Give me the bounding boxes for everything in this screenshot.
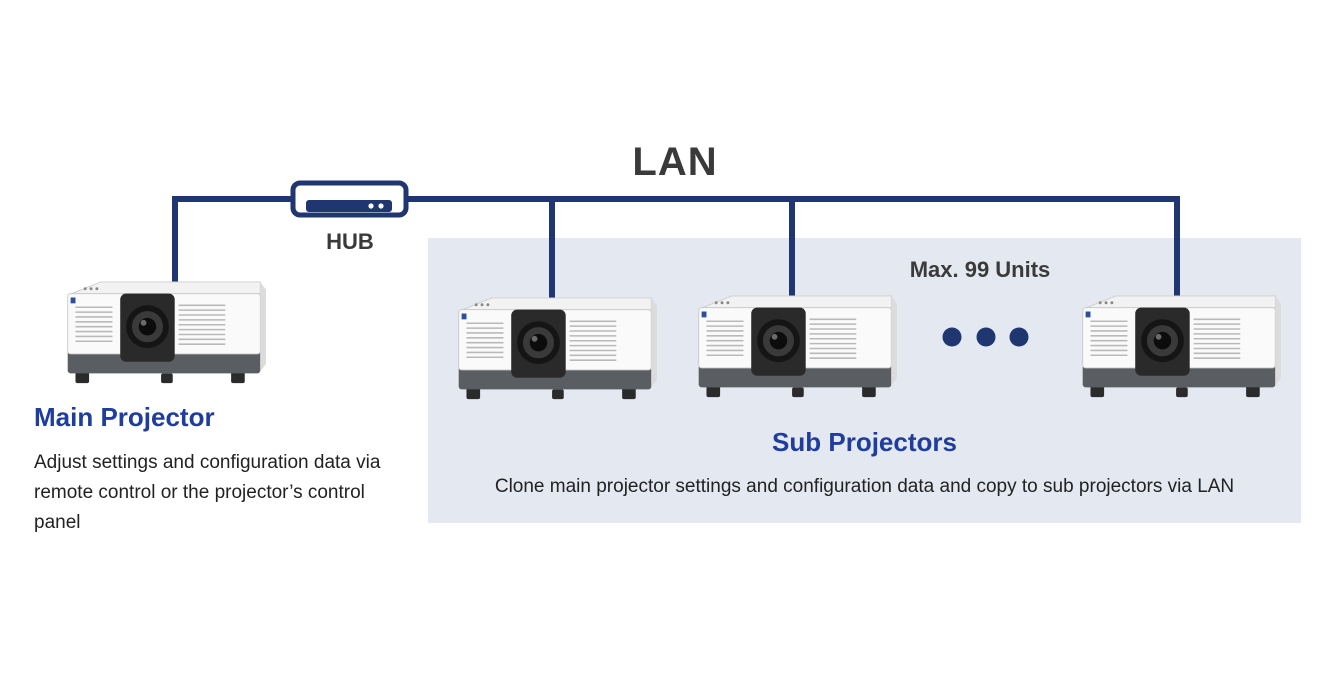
lan-cabling <box>172 196 1180 301</box>
max-units-label: Max. 99 Units <box>909 257 1051 282</box>
sub-projector-image-3 <box>1073 294 1285 401</box>
dot <box>976 327 996 347</box>
sub-projector-image-2 <box>689 294 901 401</box>
dot <box>1009 327 1029 347</box>
main-projector-image <box>58 280 270 387</box>
sub-projectors-title: Sub Projectors <box>772 427 957 457</box>
more-units-dots <box>942 327 1029 347</box>
hub-icon <box>290 180 409 218</box>
main-projector-title: Main Projector <box>34 402 215 432</box>
sub-projector-image-1 <box>449 296 661 403</box>
sub-projectors-description: Clone main projector settings and config… <box>494 476 1235 497</box>
dot <box>942 327 962 347</box>
main-projector-description: Adjust settings and configuration data v… <box>34 452 381 533</box>
lan-label: LAN <box>632 140 718 184</box>
hub-label: HUB <box>326 229 374 254</box>
